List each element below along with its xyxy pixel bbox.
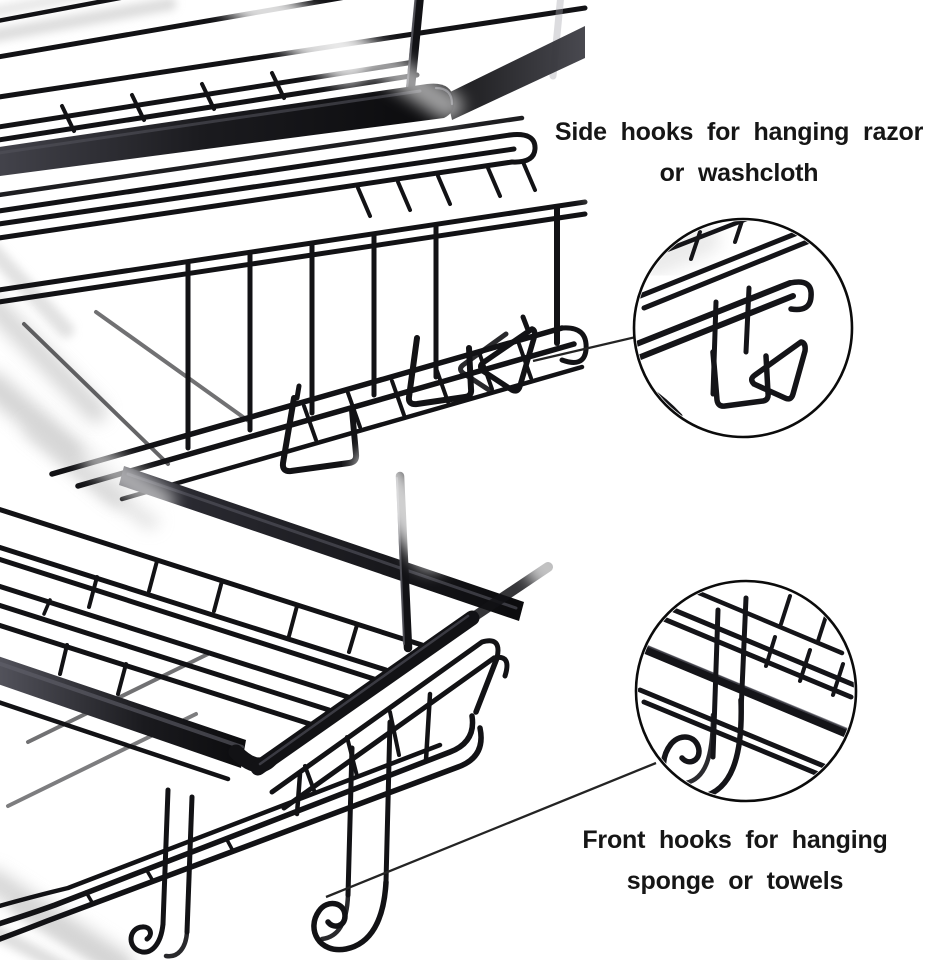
bottom-basket-shadow-streaks bbox=[0, 870, 134, 960]
side-hooks-leader-line bbox=[532, 335, 637, 363]
back-rim-band bbox=[119, 466, 524, 621]
front-hooks bbox=[279, 335, 475, 475]
front-hooks-curly bbox=[128, 879, 389, 959]
frame-band bbox=[0, 83, 455, 176]
front-hooks-leader-line bbox=[325, 761, 657, 899]
front-hooks-caption-line2: sponge or towels bbox=[626, 867, 844, 895]
side-hooks bbox=[458, 314, 538, 394]
side-hooks-caption-line2: or washcloth bbox=[659, 159, 819, 187]
front-hooks-caption-line1: Front hooks for hanging bbox=[582, 826, 888, 854]
top-basket-photo bbox=[0, 0, 620, 529]
front-hooks-caption: Front hooks for hanging sponge or towels bbox=[540, 820, 928, 902]
front-frame-band-right bbox=[250, 610, 480, 776]
side-hooks-caption-line1: Side hooks for hanging razor bbox=[554, 118, 924, 146]
side-hooks-caption: Side hooks for hanging razor or washclot… bbox=[550, 112, 928, 194]
frame-band-side bbox=[446, 26, 585, 120]
bottom-basket-photo bbox=[0, 443, 605, 960]
